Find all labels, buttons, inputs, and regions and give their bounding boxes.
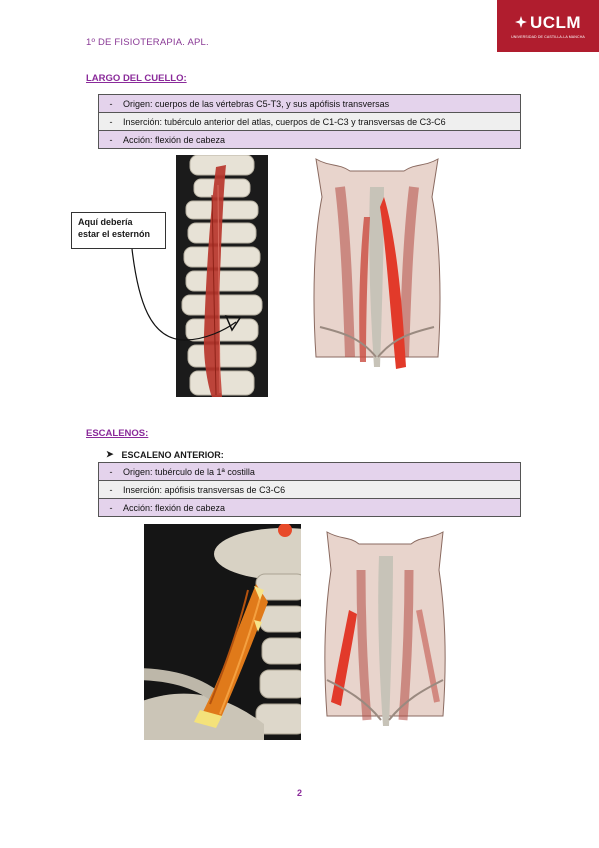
course-header: 1º DE FISIOTERAPIA. APL. <box>86 37 209 48</box>
table-row: -Acción: flexión de cabeza <box>99 499 520 516</box>
row-text: Origen: tubérculo de la 1ª costilla <box>123 466 255 477</box>
callout-line-1: Aquí debería <box>78 217 133 227</box>
table-row: -Inserción: tubérculo anterior del atlas… <box>99 113 520 131</box>
arrow-bullet-icon: ➤ <box>106 449 114 459</box>
uclm-emblem-icon <box>514 13 527 33</box>
scalene-neck-illustration <box>321 530 450 728</box>
table-row: -Origen: tubérculo de la 1ª costilla <box>99 463 520 481</box>
row-text: Inserción: tubérculo anterior del atlas,… <box>123 116 446 127</box>
subhead-escaleno-anterior: ➤ ESCALENO ANTERIOR: <box>106 449 224 460</box>
section-title-largo-del-cuello: LARGO DEL CUELLO: <box>86 73 187 84</box>
row-text: Origen: cuerpos de las vértebras C5-T3, … <box>123 98 390 109</box>
page-number: 2 <box>296 788 302 798</box>
uclm-logo: UCLM UNIVERSIDAD DE CASTILLA-LA MANCHA <box>497 0 599 52</box>
sternum-callout: Aquí debería estar el esternón <box>71 212 166 249</box>
callout-line-2: estar el esternón <box>78 229 151 239</box>
section-title-escalenos: ESCALENOS: <box>86 428 149 439</box>
logo-subtitle: UNIVERSIDAD DE CASTILLA-LA MANCHA <box>511 35 585 39</box>
row-text: Acción: flexión de cabeza <box>123 502 226 513</box>
row-text: Acción: flexión de cabeza <box>123 134 226 145</box>
scalene-anterior-render-image <box>144 524 301 740</box>
table-row: -Inserción: apófisis transversas de C3-C… <box>99 481 520 499</box>
table-row: -Acción: flexión de cabeza <box>99 131 520 148</box>
muscle-table-largo-del-cuello: -Origen: cuerpos de las vértebras C5-T3,… <box>98 94 521 149</box>
logo-name: UCLM <box>529 13 582 32</box>
neck-anterior-illustration <box>310 157 444 375</box>
row-text: Inserción: apófisis transversas de C3-C6 <box>123 484 286 495</box>
muscle-table-escaleno-anterior: -Origen: tubérculo de la 1ª costilla -In… <box>98 462 521 517</box>
table-row: -Origen: cuerpos de las vértebras C5-T3,… <box>99 95 520 113</box>
subhead-label: ESCALENO ANTERIOR: <box>121 449 224 460</box>
